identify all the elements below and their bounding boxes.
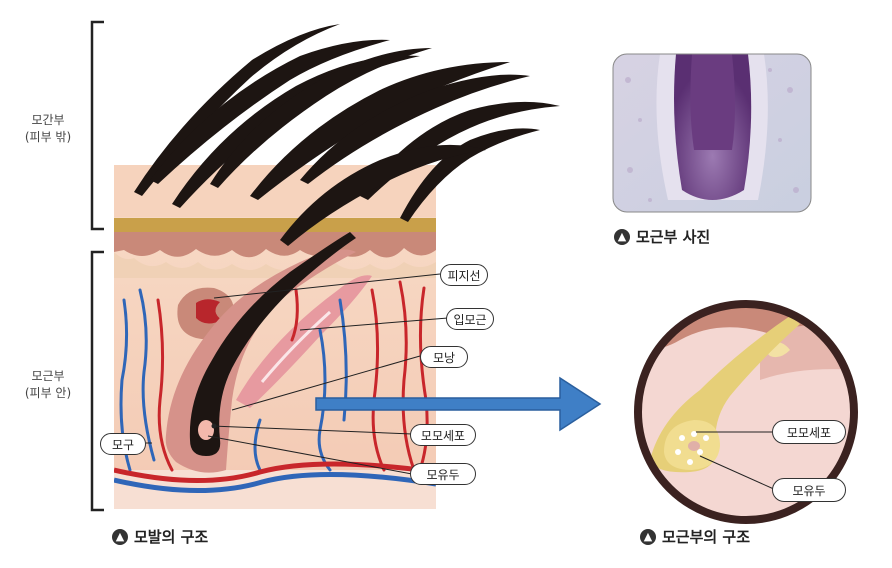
caption-hair-structure-text: 모발의 구조 xyxy=(134,528,209,546)
epidermis-yellow xyxy=(114,218,436,232)
shaft-label-title: 모간부 xyxy=(31,113,65,127)
papillary-layer xyxy=(114,252,436,278)
shaft-bracket xyxy=(90,20,104,231)
caption-root-structure: ▲ 모근부의 구조 xyxy=(640,526,750,547)
callout-dermal-papilla-left: 모유두 xyxy=(410,463,476,485)
root-zoom-circle xyxy=(638,304,854,520)
root-photo xyxy=(613,54,811,212)
callout-hair-bulb: 모구 xyxy=(100,433,146,455)
callout-arrector-muscle: 입모근 xyxy=(446,308,494,330)
shaft-label-sub: (피부 밖) xyxy=(24,130,72,144)
root-bracket xyxy=(90,250,104,512)
hair-shafts xyxy=(134,24,560,246)
zoom-circle-border xyxy=(634,300,858,524)
epidermis-red xyxy=(114,232,436,258)
root-label: 모근부 (피부 안) xyxy=(14,368,82,402)
caption-root-structure-text: 모근부의 구조 xyxy=(662,528,751,546)
callout-matrix-cells-left: 모모세포 xyxy=(410,424,476,446)
up-arrow-circle-icon: ▲ xyxy=(112,528,128,545)
caption-root-photo-text: 모근부 사진 xyxy=(636,228,711,246)
callout-matrix-cells-right: 모모세포 xyxy=(772,420,846,444)
shaft-label: 모간부 (피부 밖) xyxy=(14,112,82,146)
callout-dermal-papilla-right: 모유두 xyxy=(772,478,846,502)
caption-root-photo: ▲ 모근부 사진 xyxy=(614,226,710,247)
up-arrow-circle-icon: ▲ xyxy=(614,228,630,245)
root-label-sub: (피부 안) xyxy=(24,386,72,400)
dermal-papilla xyxy=(198,420,214,440)
leader-lines xyxy=(146,273,449,475)
root-label-title: 모근부 xyxy=(31,369,65,383)
callout-follicle: 모낭 xyxy=(420,346,468,368)
caption-hair-structure: ▲ 모발의 구조 xyxy=(112,526,208,547)
up-arrow-circle-icon: ▲ xyxy=(640,528,656,545)
zoom-leader-lines xyxy=(696,431,780,491)
big-arrow-icon xyxy=(315,376,602,432)
callout-sebaceous-gland: 피지선 xyxy=(440,264,488,286)
